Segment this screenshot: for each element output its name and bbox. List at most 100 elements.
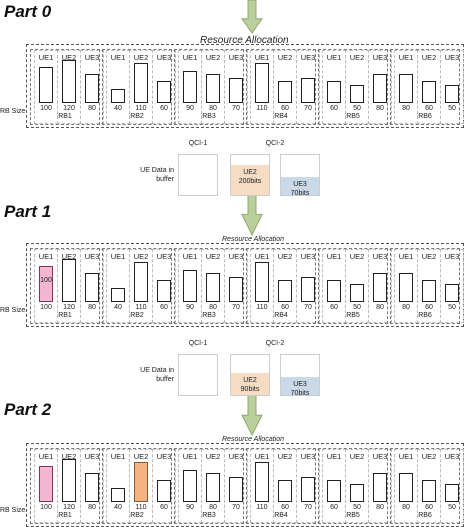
- rb-size-value: 60: [330, 105, 338, 112]
- rb-size-bar: [327, 480, 341, 502]
- ue-label: UE1: [110, 53, 126, 62]
- allocated-amount: 100: [40, 277, 52, 284]
- qci-1-label: QCI-1: [188, 140, 208, 147]
- rb-size-bar: [422, 480, 436, 502]
- rb-size-value: 110: [135, 504, 147, 511]
- rb-size-value: 40: [114, 504, 122, 511]
- rb-name: RB3: [202, 312, 216, 319]
- ue-label: UE2: [61, 53, 77, 62]
- rb-size-value: 110: [256, 504, 268, 511]
- rb-size-bar: [350, 85, 364, 103]
- buffer-amount: 200bits: [238, 178, 262, 185]
- rb-size-bar: [278, 81, 292, 103]
- rb-size-value: 70: [304, 504, 312, 511]
- ue-label: UE2: [421, 452, 437, 461]
- ue-label: UE1: [38, 53, 54, 62]
- ue-label: UE1: [182, 252, 198, 261]
- rb-size-value: 60: [330, 304, 338, 311]
- buffer-ue-name: UE3: [293, 181, 307, 188]
- rb-size-value: 90: [186, 504, 194, 511]
- rb-size-value: 80: [402, 105, 410, 112]
- rb-size-value: 80: [376, 504, 384, 511]
- rb-size-bar: [183, 470, 197, 502]
- qci-2-label: QCI-2: [265, 340, 285, 347]
- rb-size-value: 70: [304, 105, 312, 112]
- ue-label: UE1: [398, 53, 414, 62]
- ue-label: UE1: [398, 452, 414, 461]
- ue-column: UE3 70: [296, 50, 320, 124]
- rb-size-value: 80: [376, 105, 384, 112]
- ue-label: UE3: [156, 53, 172, 62]
- rb-size-bar: [327, 81, 341, 103]
- rb-size-bar: [373, 273, 387, 302]
- ue-column: UE1 90: [178, 249, 202, 323]
- ue-label: UE3: [300, 53, 316, 62]
- buffer-ue-name: UE3: [293, 381, 307, 388]
- rb-name: RB3: [202, 113, 216, 120]
- rb-size-value: 70: [304, 304, 312, 311]
- rb-size-value: 100: [40, 105, 52, 112]
- rb-size-bar: [157, 280, 171, 302]
- rb-name: RB1: [58, 512, 72, 519]
- ue-label: UE3: [300, 452, 316, 461]
- ue-label: UE2: [205, 252, 221, 261]
- rb-name: RB4: [274, 512, 288, 519]
- ue-label: UE3: [228, 252, 244, 261]
- rb-size-value: 80: [88, 504, 96, 511]
- rb-name: RB3: [202, 512, 216, 519]
- rb-size-bar: [278, 480, 292, 502]
- rb-size-bar: [445, 484, 459, 502]
- rb-size-bar: [229, 277, 243, 302]
- rb-size-bar: [134, 63, 148, 103]
- rb-name: RB5: [346, 512, 360, 519]
- rb-name: RB4: [274, 312, 288, 319]
- rb-size-value: 90: [186, 304, 194, 311]
- rb-size-value: 50: [353, 105, 361, 112]
- rb-size-bar: [85, 273, 99, 302]
- qci-2-label: QCI-2: [265, 140, 285, 147]
- rb-size-bar: [134, 262, 148, 302]
- rb-size-value: 110: [256, 304, 268, 311]
- rb-size-value: 120: [63, 105, 75, 112]
- rb-size-value: 80: [402, 504, 410, 511]
- ue-label: UE1: [38, 252, 54, 261]
- rb-name: RB6: [418, 113, 432, 120]
- resource-allocation-label: Resource Allocation: [200, 35, 289, 46]
- resource-allocation-label: Resource Allocation: [222, 236, 284, 243]
- rb-size-bar: [422, 81, 436, 103]
- rb-name: RB2: [130, 312, 144, 319]
- rb-size-bar: [111, 89, 125, 103]
- rb-size-value: 90: [186, 105, 194, 112]
- ue-label: UE3: [372, 252, 388, 261]
- rb-size-value: 100: [40, 304, 52, 311]
- ue-data-in-buffer-label: UE Data in buffer: [140, 167, 174, 183]
- ue-label: UE3: [84, 53, 100, 62]
- rb-size-value: 60: [281, 105, 289, 112]
- ue-label: UE3: [372, 452, 388, 461]
- rb-size-value: 80: [209, 105, 217, 112]
- rb-name: RB1: [58, 312, 72, 319]
- ue-label: UE3: [228, 53, 244, 62]
- rb-size-bar: [399, 273, 413, 302]
- ue-label: UE3: [444, 53, 460, 62]
